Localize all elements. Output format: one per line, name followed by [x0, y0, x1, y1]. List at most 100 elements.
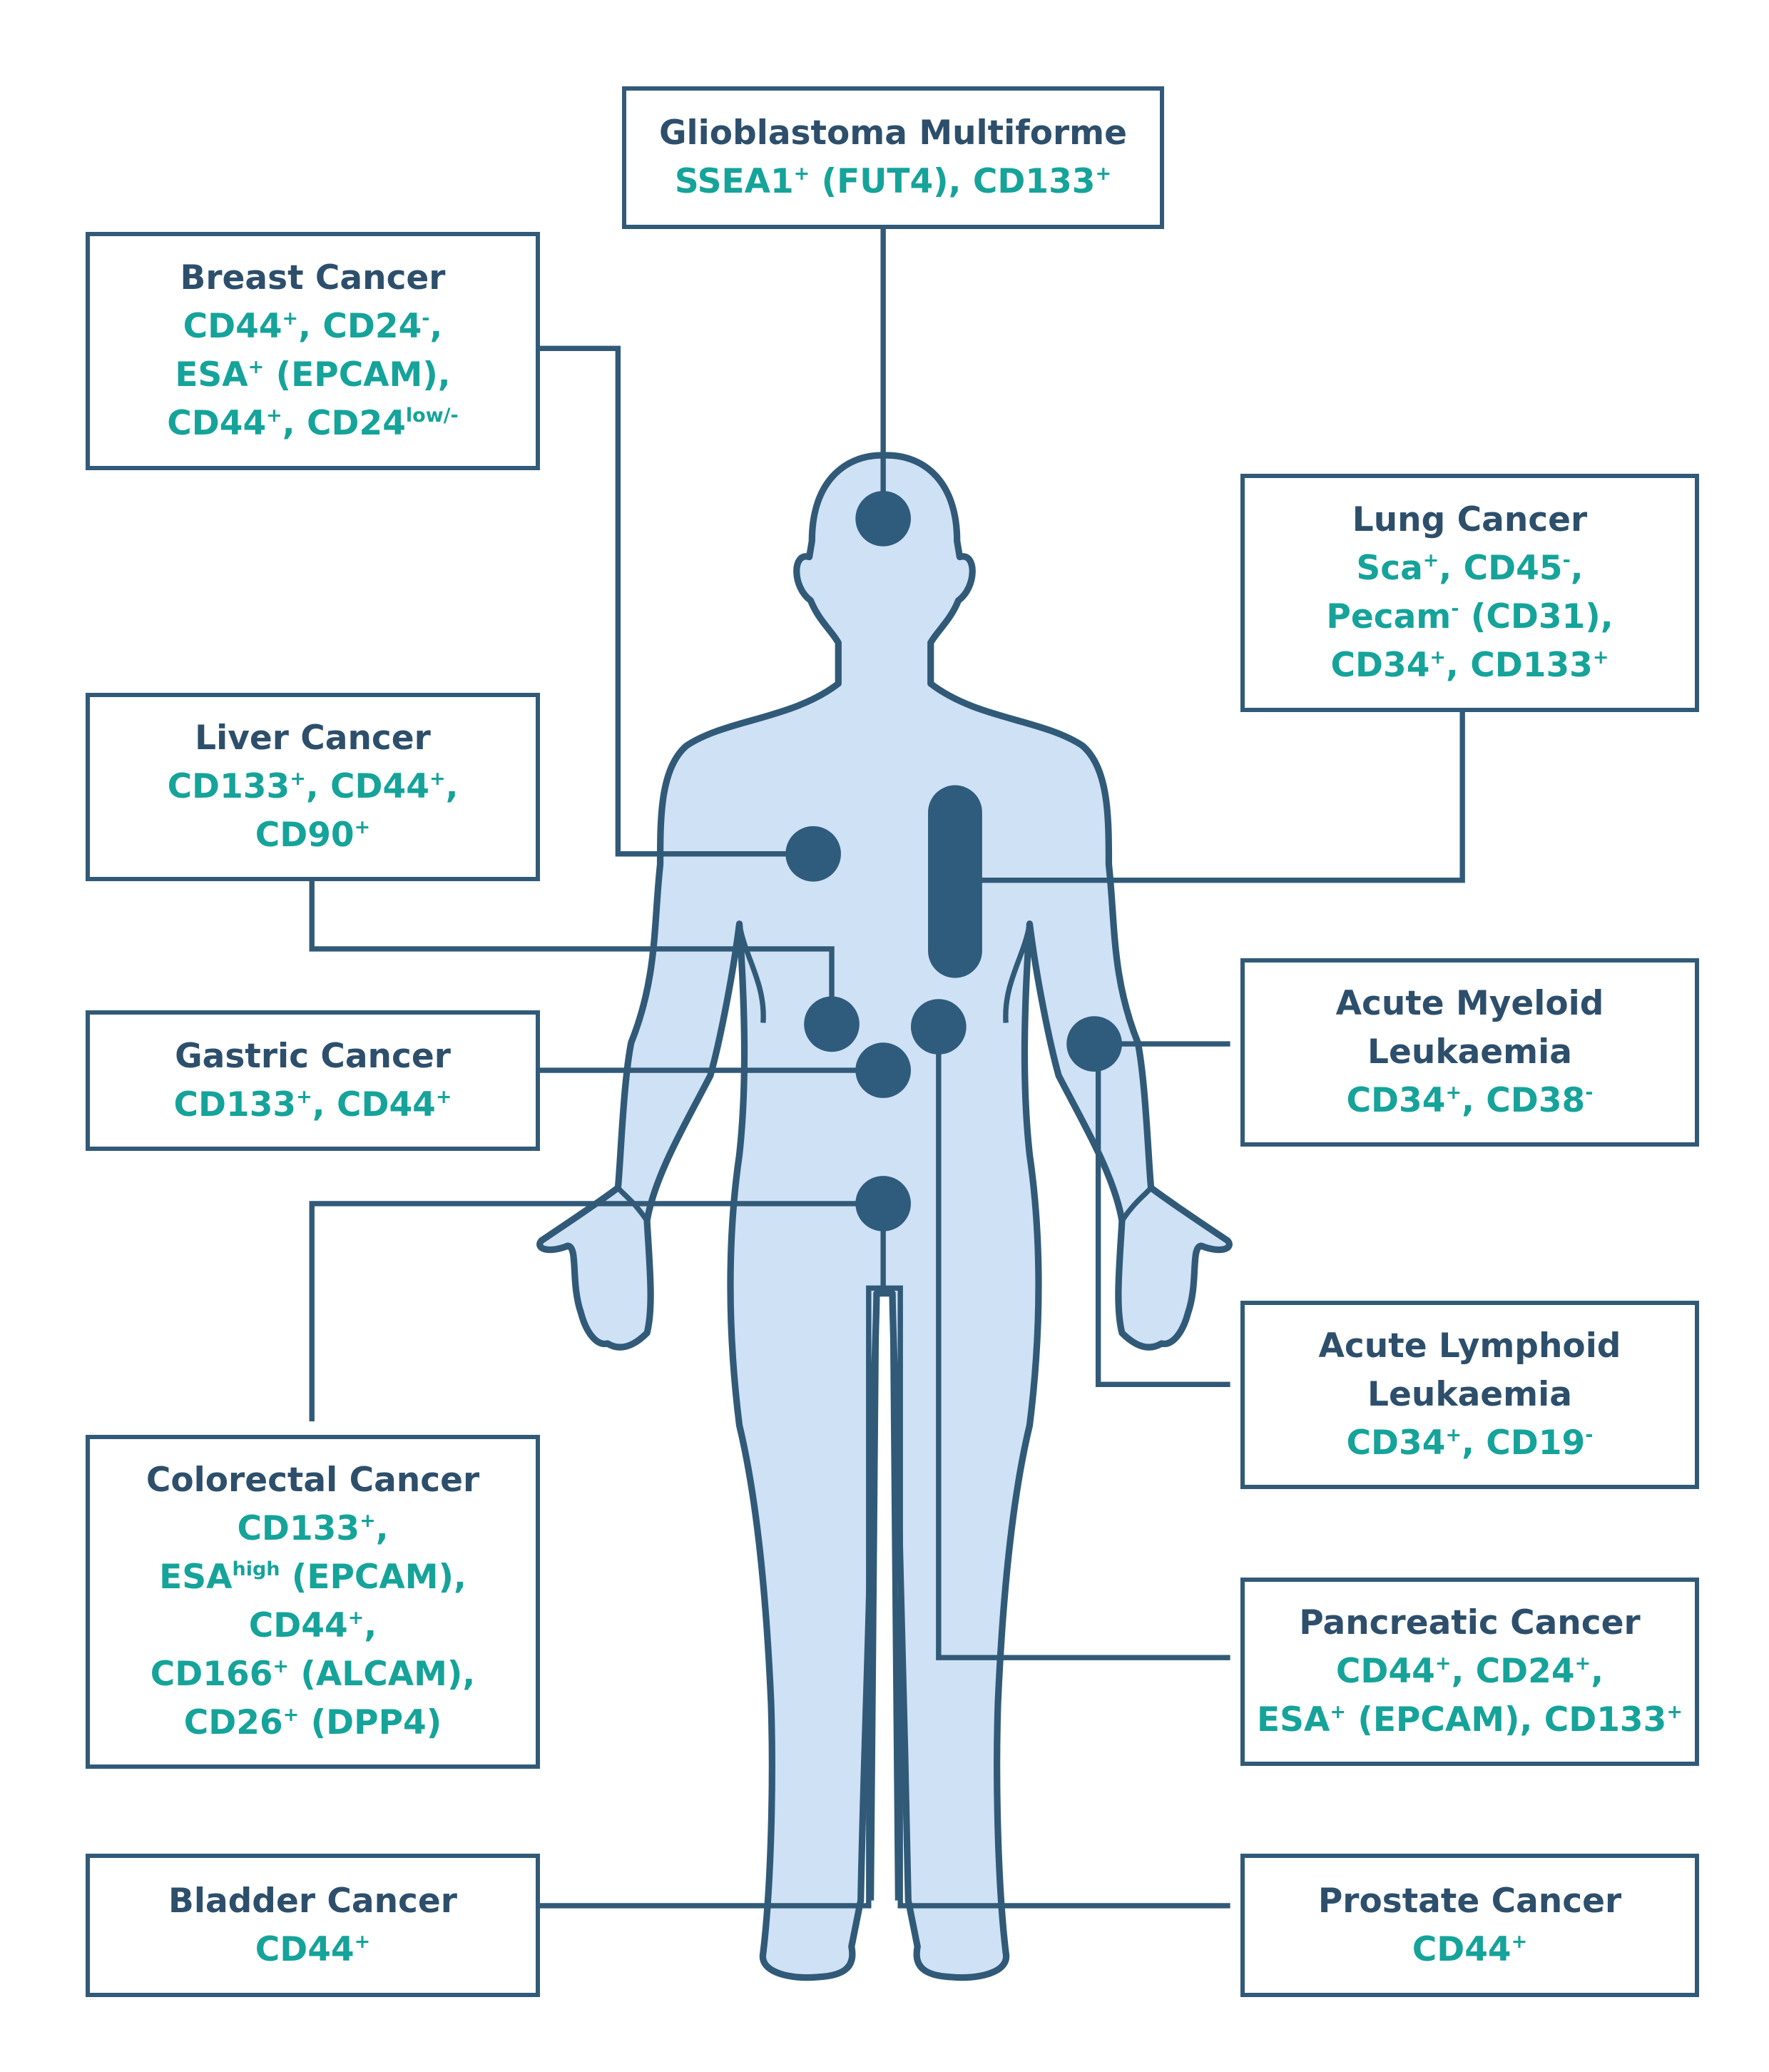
box-breast-cancer: Breast Cancer CD44+, CD24-, ESA+ (EPCAM),… [86, 232, 540, 470]
marker-superscript: - [422, 308, 430, 330]
marker-superscript: + [1422, 549, 1439, 572]
aml-markers: CD34+, CD38- [1245, 1077, 1695, 1125]
marker-superscript: - [1451, 598, 1459, 620]
lung-title: Lung Cancer [1352, 500, 1588, 539]
marker-line: ESAhigh (EPCAM), [159, 1558, 467, 1597]
bladder-markers: CD44+ [90, 1926, 536, 1974]
marker-superscript: + [1666, 1701, 1683, 1723]
marker-line: SSEA1+ (FUT4), CD133+ [674, 162, 1112, 201]
connector-pancreatic [936, 1027, 1230, 1660]
connector-lines [309, 227, 1465, 1909]
glioblastoma-markers: SSEA1+ (FUT4), CD133+ [626, 158, 1160, 206]
marker-superscript: + [1445, 1424, 1462, 1446]
marker-superscript: + [793, 163, 810, 185]
marker-superscript: + [347, 1607, 364, 1629]
pancreas-dot [910, 999, 967, 1055]
marker-line: CD44+ [1412, 1929, 1528, 1969]
box-pancreatic-cancer: Pancreatic Cancer CD44+, CD24+, ESA+ (EPC… [1240, 1578, 1699, 1766]
connector-all [1095, 1044, 1230, 1388]
marker-line: CD26+ (DPP4) [183, 1703, 442, 1742]
box-glioblastoma: Glioblastoma Multiforme SSEA1+ (FUT4), C… [622, 86, 1164, 229]
marker-superscript: + [1574, 1652, 1591, 1675]
liver-markers: CD133+, CD44+, CD90+ [90, 763, 536, 860]
marker-superscript: + [248, 356, 265, 378]
box-liver-cancer: Liver Cancer CD133+, CD44+, CD90+ [86, 693, 540, 881]
lung-marker-bar [928, 785, 982, 978]
marker-line: CD44+ [255, 1929, 371, 1969]
colon-dot [855, 1176, 911, 1231]
marker-line: CD44+, [248, 1606, 377, 1645]
marker-superscript: + [1330, 1701, 1346, 1723]
marker-superscript: + [282, 308, 299, 330]
marker-superscript: + [1095, 163, 1112, 185]
connector-prostate [883, 1285, 1230, 1909]
marker-superscript: + [282, 1704, 300, 1726]
marker-superscript: + [1511, 1930, 1528, 1953]
organ-markers [785, 491, 1122, 1231]
box-bladder-cancer: Bladder Cancer CD44+ [86, 1854, 540, 1997]
marker-line: CD133+, CD44+ [173, 1085, 452, 1124]
marker-superscript: + [354, 816, 371, 838]
marker-line: ESA+ (EPCAM), [175, 355, 451, 395]
gastric-markers: CD133+, CD44+ [90, 1081, 536, 1129]
marker-superscript: + [296, 1085, 312, 1108]
marker-line: CD44+, CD24low/- [167, 404, 459, 443]
connector-breast [539, 345, 814, 857]
marker-line: Sca+, CD45-, [1356, 549, 1584, 588]
pancreatic-title: Pancreatic Cancer [1299, 1603, 1641, 1642]
marker-superscript: + [1429, 646, 1447, 669]
marker-line: CD90+ [255, 816, 371, 855]
glioblastoma-title: Glioblastoma Multiforme [658, 113, 1128, 153]
liver-title: Liver Cancer [195, 718, 431, 758]
bladder-title: Bladder Cancer [168, 1881, 457, 1921]
connector-bladder [539, 1203, 886, 1909]
box-gastric-cancer: Gastric Cancer CD133+, CD44+ [86, 1010, 540, 1151]
marker-superscript: + [1592, 646, 1609, 669]
breast-markers: CD44+, CD24-, ESA+ (EPCAM), CD44+, CD24low… [90, 303, 536, 448]
marker-superscript: + [435, 1085, 452, 1108]
brain-dot [855, 491, 911, 547]
prostate-markers: CD44+ [1245, 1926, 1695, 1974]
box-acute-myeloid-leukaemia: Acute Myeloid Leukaemia CD34+, CD38- [1240, 958, 1699, 1147]
connector-liver [309, 875, 835, 1025]
colorectal-markers: CD133+, ESAhigh (EPCAM), CD44+, CD166+ (ALC… [90, 1505, 536, 1747]
marker-line: CD44+, CD24+, [1335, 1652, 1604, 1691]
marker-line: ESA+ (EPCAM), CD133+ [1257, 1700, 1683, 1740]
marker-superscript: + [354, 1930, 371, 1953]
marker-superscript: low/- [405, 405, 459, 427]
breast-dot [785, 826, 841, 882]
marker-line: CD34+, CD19- [1346, 1423, 1594, 1463]
marker-line: CD133+, CD44+, [167, 767, 459, 806]
bone-marrow-dot [1066, 1016, 1122, 1072]
marker-superscript: + [266, 405, 282, 427]
lung-markers: Sca+, CD45-,Pecam- (CD31),CD34+, CD133+ [1245, 544, 1695, 690]
stomach-dot [855, 1042, 911, 1098]
marker-superscript: high [232, 1558, 280, 1580]
box-lung-cancer: Lung Cancer Sca+, CD45-,Pecam- (CD31),CD… [1240, 474, 1699, 712]
marker-superscript: - [1585, 1082, 1594, 1104]
box-colorectal-cancer: Colorectal Cancer CD133+, ESAhigh (EPCAM)… [86, 1435, 540, 1769]
marker-superscript: + [360, 1510, 376, 1532]
gastric-title: Gastric Cancer [175, 1036, 451, 1076]
box-prostate-cancer: Prostate Cancer CD44+ [1240, 1854, 1699, 1997]
pancreatic-markers: CD44+, CD24+, ESA+ (EPCAM), CD133+ [1245, 1647, 1695, 1745]
marker-line: CD44+, CD24-, [183, 307, 443, 346]
marker-superscript: + [272, 1655, 290, 1677]
marker-line: CD133+, [237, 1509, 389, 1548]
marker-line: CD34+, CD133+ [1330, 646, 1609, 685]
marker-superscript: + [1445, 1082, 1462, 1104]
body-detail-lines [616, 923, 1153, 1901]
marker-superscript: + [1434, 1652, 1452, 1675]
colorectal-title: Colorectal Cancer [146, 1461, 480, 1500]
connector-colorectal [309, 1201, 884, 1422]
liver-dot [804, 996, 860, 1052]
marker-superscript: + [290, 768, 306, 790]
prostate-title: Prostate Cancer [1317, 1881, 1622, 1921]
marker-superscript: - [1562, 549, 1571, 572]
box-acute-lymphoid-leukaemia: Acute Lymphoid Leukaemia CD34+, CD19- [1240, 1301, 1699, 1489]
breast-title: Breast Cancer [180, 258, 446, 298]
aml-title: Acute Myeloid Leukaemia [1335, 984, 1604, 1072]
marker-line: CD166+ (ALCAM), [150, 1655, 476, 1694]
connector-lung [954, 706, 1465, 883]
